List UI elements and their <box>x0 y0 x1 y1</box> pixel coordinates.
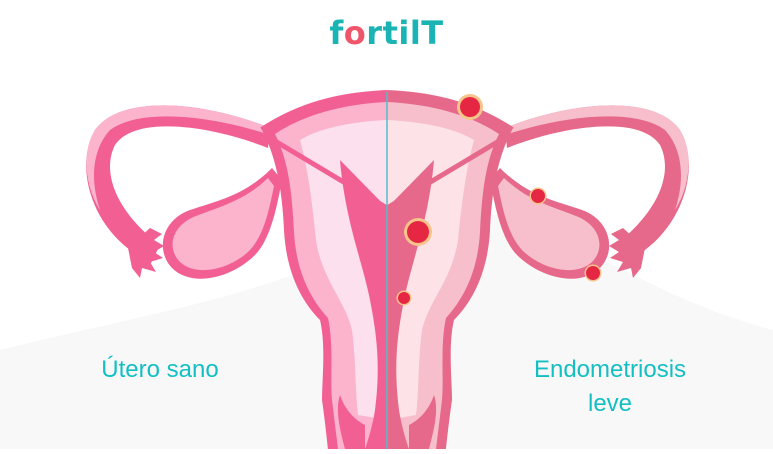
endometriosis-uterus <box>385 90 689 449</box>
logo-text-end: rtilT <box>366 14 444 52</box>
label-endometriosis-line2: leve <box>587 390 633 417</box>
healthy-uterus <box>86 90 389 449</box>
label-endometriosis-line1: Endometriosis <box>533 356 687 383</box>
background-shape <box>440 215 773 449</box>
logo-text-start: f <box>329 14 344 52</box>
endometriosis-lesions <box>396 94 602 306</box>
logo-icon-o: o <box>343 14 367 52</box>
label-healthy-uterus: Útero sano <box>101 356 219 383</box>
label-endometriosis: Endometriosis leve <box>500 353 720 421</box>
background-shape <box>0 260 330 449</box>
brand-logo: fortilT <box>0 14 773 52</box>
